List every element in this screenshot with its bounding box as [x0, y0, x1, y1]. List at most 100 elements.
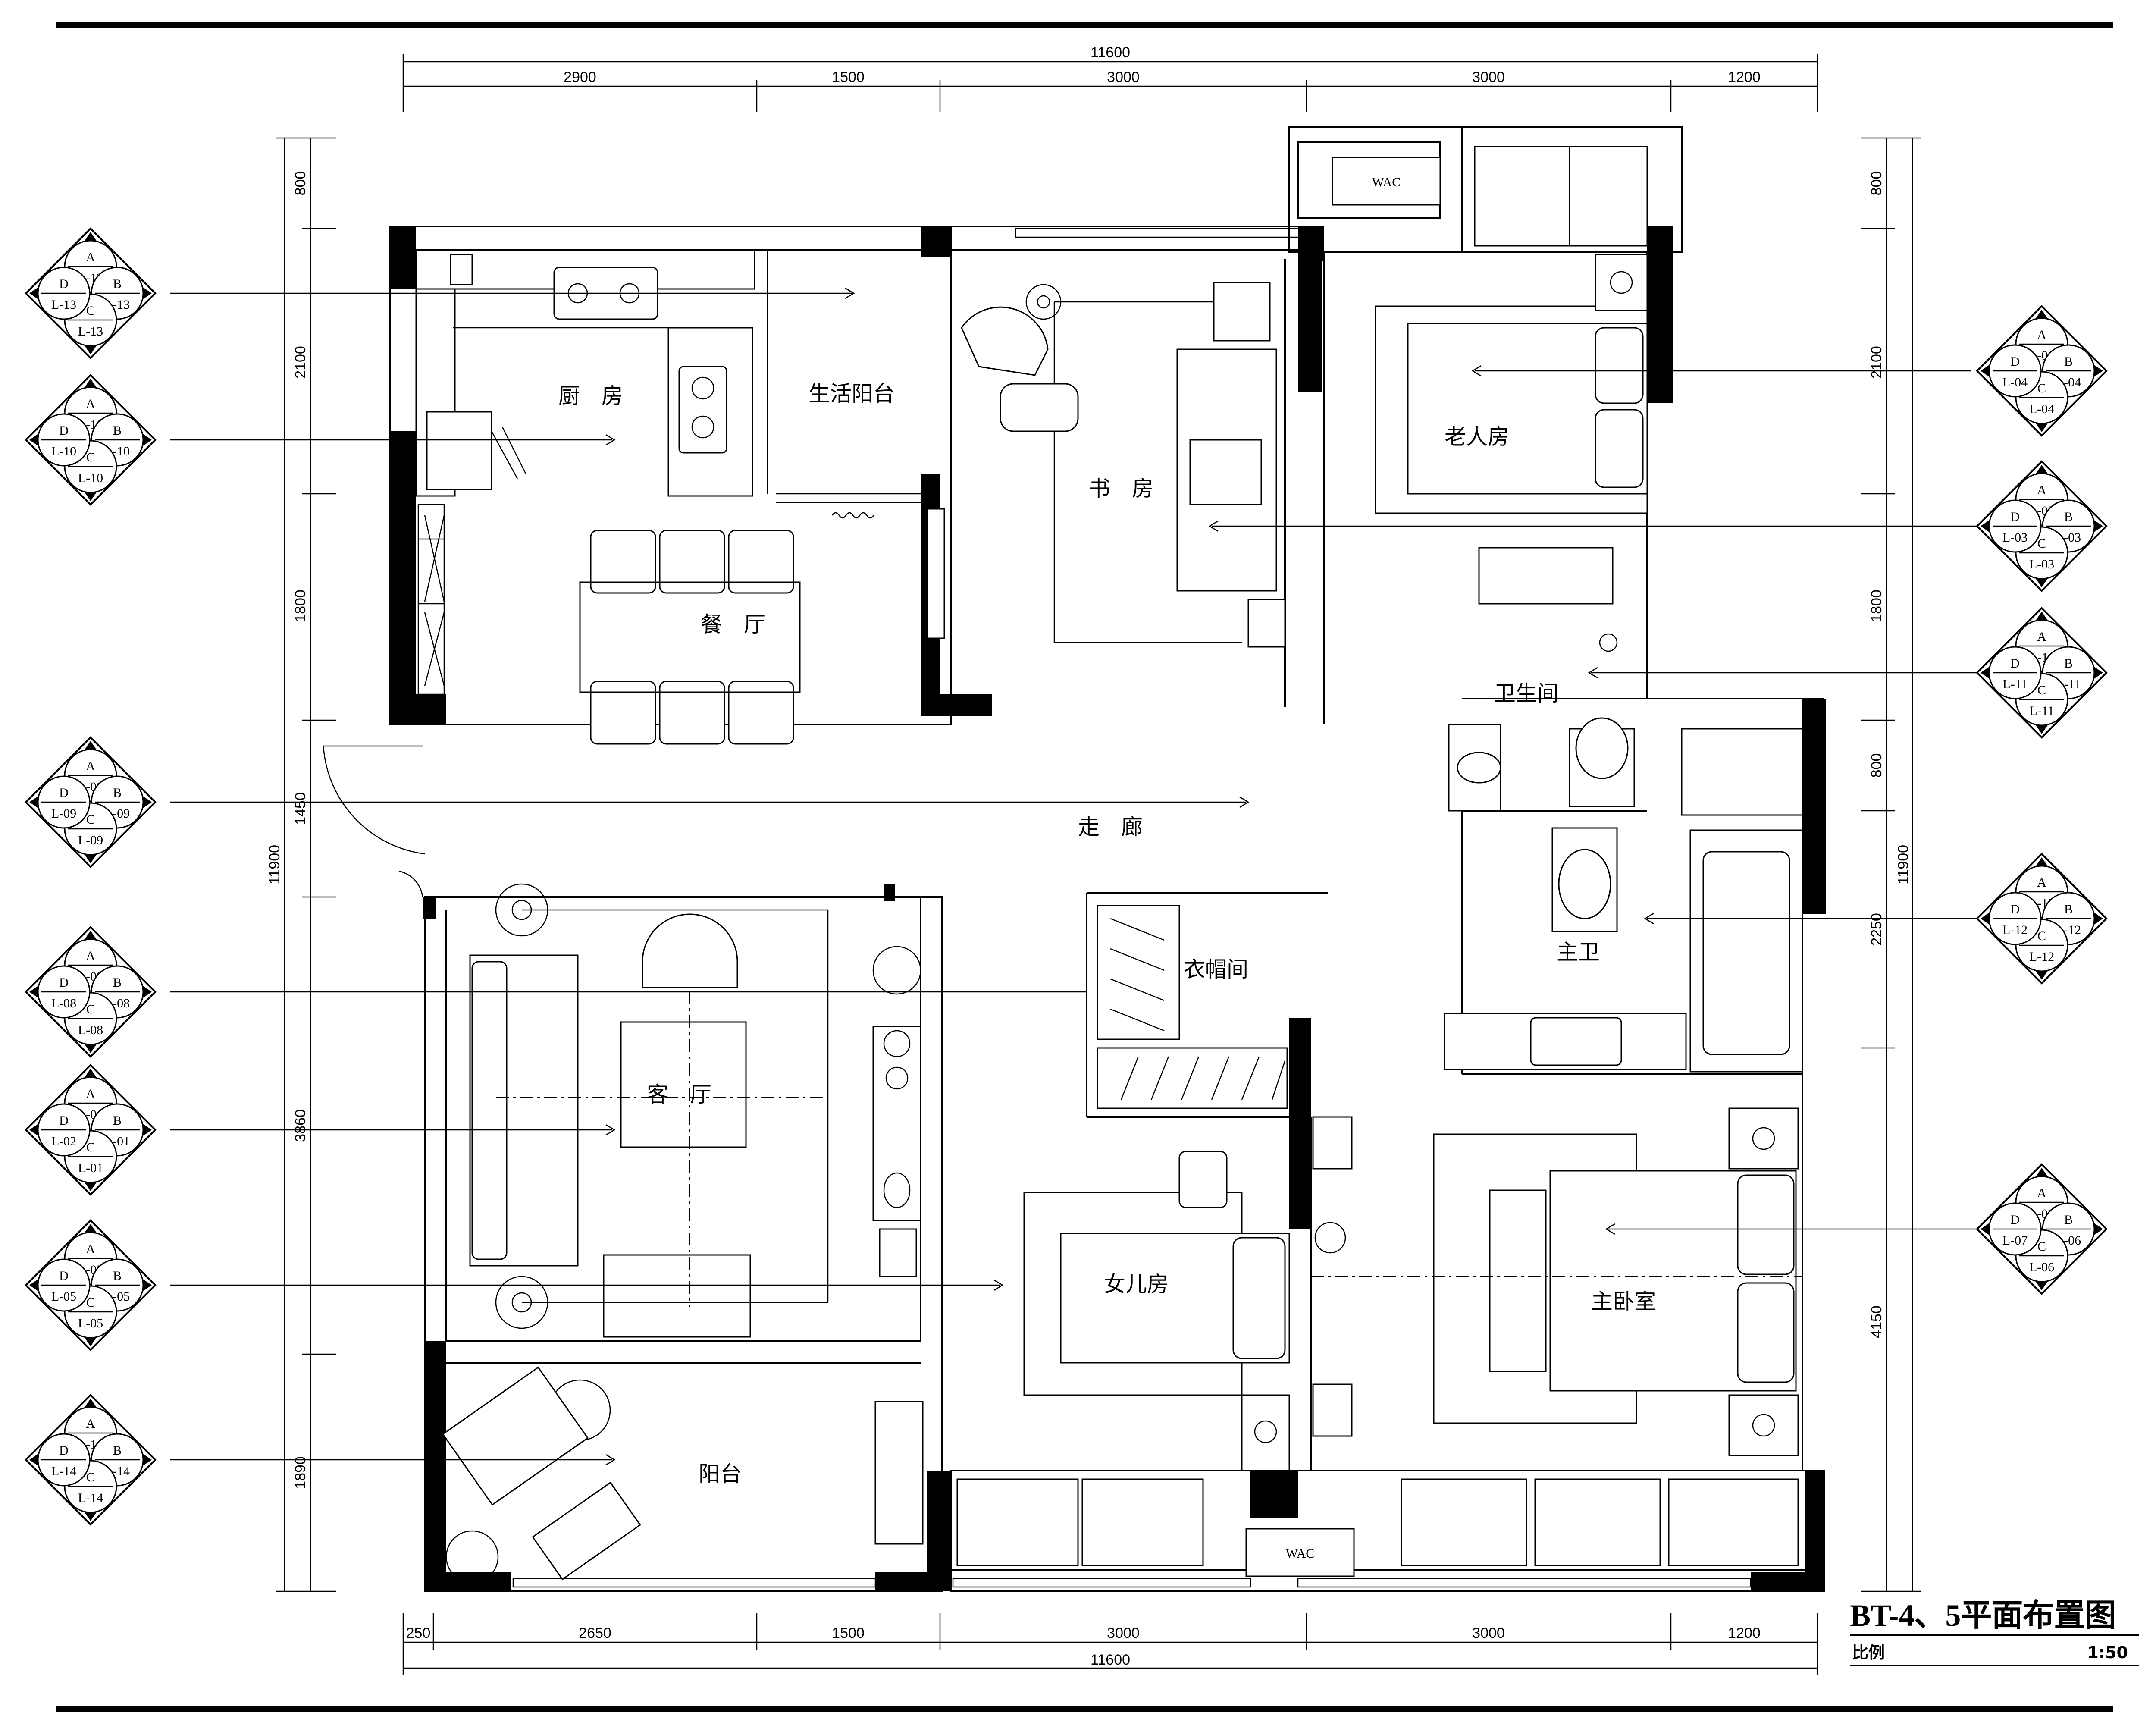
right-dim-6: 4150: [1868, 1305, 1885, 1338]
left-tag-3-bottom-ref: L-09: [78, 833, 103, 847]
left-tag-2-left-ref: L-10: [51, 444, 76, 458]
label-bathroom: 卫生间: [1494, 681, 1559, 706]
right-dim-1: 800: [1868, 171, 1885, 196]
label-utility-balcony: 生活阳台: [808, 381, 895, 406]
study-furniture: [961, 282, 1286, 648]
title-block: BT-4、5平面布置图 比例 1:50: [1850, 1598, 2139, 1666]
left-tag-3-left-letter: D: [59, 786, 69, 800]
kitchen-fixtures: [415, 249, 755, 497]
left-tag-6-bottom-ref: L-05: [78, 1316, 103, 1330]
right-tag-4-left-letter: D: [2010, 902, 2020, 916]
label-balcony: 阳台: [699, 1462, 742, 1487]
right-tag-1-top-letter: A: [2037, 328, 2046, 342]
right-tag-1-left-ref: L-04: [2002, 375, 2028, 389]
left-tag-6-left-letter: D: [59, 1269, 69, 1283]
left-tag-6-top-letter: A: [86, 1242, 95, 1256]
bathroom-fixtures: [1448, 633, 1635, 812]
daughter-room-furniture: [1023, 1116, 1353, 1471]
right-tag-5-bottom-ref: L-06: [2029, 1260, 2054, 1274]
right-tag-2-bottom-letter: C: [2037, 536, 2046, 551]
label-cloakroom: 衣帽间: [1184, 957, 1248, 982]
scale-value: 1:50: [2087, 1643, 2128, 1662]
right-dim-3: 1800: [1868, 590, 1885, 622]
right-tag-2-right-letter: B: [2064, 510, 2073, 524]
right-tag-5-right-letter: B: [2064, 1213, 2073, 1227]
left-dim-3: 1800: [292, 590, 309, 622]
label-study: 书 房: [1089, 476, 1153, 501]
right-tag-1-right-letter: B: [2064, 354, 2073, 369]
right-tag-3-top-letter: A: [2037, 630, 2046, 644]
left-tag-2-bottom-ref: L-10: [78, 471, 103, 485]
right-dim-5: 2250: [1868, 913, 1885, 946]
left-dim-4: 1450: [292, 792, 309, 825]
left-tag-5-bottom-ref: L-01: [78, 1161, 103, 1175]
left-tag-3-bottom-letter: C: [86, 812, 95, 827]
dining-furniture: [579, 530, 801, 745]
left-dim-1: 800: [292, 171, 309, 196]
right-tag-3-left-ref: L-11: [2002, 677, 2027, 691]
right-tag-4-bottom-letter: C: [2037, 929, 2046, 943]
left-tag-3-right-letter: B: [113, 786, 122, 800]
label-master-bedroom: 主卧室: [1591, 1289, 1656, 1314]
drawing-title: BT-4、5平面布置图: [1850, 1598, 2116, 1633]
entry-door: [323, 745, 425, 897]
right-tag-4-bottom-ref: L-12: [2029, 950, 2054, 964]
left-tag-2-left-letter: D: [59, 423, 69, 438]
wac-label-top: WAC: [1372, 175, 1401, 189]
right-tag-1-bottom-ref: L-04: [2029, 402, 2054, 416]
bottom-dim-4: 3000: [1107, 1625, 1140, 1641]
right-tag-3-bottom-letter: C: [2037, 683, 2046, 697]
left-tag-4-left-letter: D: [59, 975, 69, 990]
left-total-dim: 11900: [266, 845, 283, 884]
elder-room-furniture: [1375, 146, 1648, 605]
label-master-bath: 主卫: [1557, 940, 1600, 965]
left-tag-2-bottom-letter: C: [86, 450, 95, 464]
left-dim-2: 2100: [292, 346, 309, 379]
left-tag-4-left-ref: L-08: [51, 996, 76, 1010]
scale-label: 比例: [1852, 1643, 1885, 1662]
left-tag-4-right-letter: B: [113, 975, 122, 990]
left-tag-4-bottom-letter: C: [86, 1002, 95, 1016]
left-tag-1-bottom-letter: C: [86, 304, 95, 318]
left-tag-5-left-letter: D: [59, 1113, 69, 1128]
bottom-total-dim: 11600: [1091, 1652, 1130, 1668]
left-tag-5-top-letter: A: [86, 1087, 95, 1101]
room-labels: 厨 房 生活阳台 餐 厅 书 房 老人房 卫生间 走 廊 衣帽间 主卫 客 厅 …: [558, 381, 1656, 1487]
left-tag-1-left-letter: D: [59, 277, 69, 291]
left-tag-5-left-ref: L-02: [51, 1134, 76, 1148]
left-tag-6-bottom-letter: C: [86, 1295, 95, 1310]
wac-unit-bottom: WAC: [1245, 1528, 1355, 1577]
right-tag-1-bottom-letter: C: [2037, 381, 2046, 395]
right-tag-3-right-letter: B: [2064, 656, 2073, 671]
bottom-dim-1: 250: [406, 1625, 431, 1641]
wac-unit-top: WAC: [1332, 157, 1441, 206]
right-tag-5-top-letter: A: [2037, 1186, 2046, 1200]
right-tag-1-left-letter: D: [2010, 354, 2020, 369]
label-kitchen: 厨 房: [558, 383, 623, 408]
right-tag-2-left-letter: D: [2010, 510, 2020, 524]
label-living: 客 厅: [647, 1082, 711, 1107]
right-tag-5-left-ref: L-07: [2002, 1233, 2028, 1248]
left-tag-2-top-letter: A: [86, 397, 95, 411]
left-tag-7-left-letter: D: [59, 1443, 69, 1458]
balcony-furniture: [442, 1366, 924, 1584]
right-dim-4: 800: [1868, 753, 1885, 778]
right-tag-4-left-ref: L-12: [2002, 923, 2028, 937]
left-tag-3-top-letter: A: [86, 759, 95, 773]
right-dim-2: 2100: [1868, 346, 1885, 379]
top-dim-3: 3000: [1107, 69, 1140, 85]
left-tag-7-right-letter: B: [113, 1443, 122, 1458]
left-tag-7-top-letter: A: [86, 1417, 95, 1431]
